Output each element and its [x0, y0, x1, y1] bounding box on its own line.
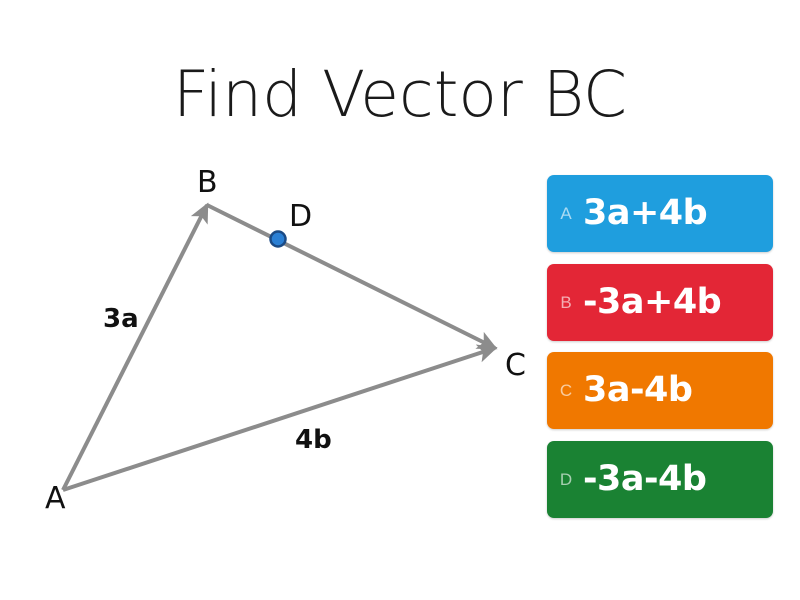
point-label-a: A: [45, 481, 66, 516]
answer-options-list: A 3a+4b B -3a+4b C 3a-4b D -3a-4b: [547, 175, 773, 518]
point-label-b: B: [197, 165, 218, 200]
vector-bc-line: [206, 203, 498, 350]
vector-ab-line: [61, 202, 209, 491]
vector-diagram: A B C D 3a 4b: [10, 155, 540, 545]
point-d-marker: [269, 230, 287, 248]
vector-label-3a: 3a: [103, 304, 139, 334]
vector-label-4b: 4b: [295, 425, 332, 455]
answer-letter-b: B: [560, 292, 572, 312]
answer-text-b: -3a+4b: [583, 281, 722, 322]
page-title: Find Vector BC: [172, 58, 627, 131]
answer-letter-c: C: [559, 381, 573, 401]
answer-letter-d: D: [559, 469, 573, 489]
answer-text-c: 3a-4b: [583, 370, 693, 411]
vector-ac-line: [62, 344, 498, 492]
answer-text-d: -3a-4b: [583, 458, 707, 499]
answer-letter-a: A: [560, 204, 572, 223]
answer-text-a: 3a+4b: [583, 193, 708, 233]
point-label-c: C: [505, 348, 526, 383]
answer-option-a[interactable]: A 3a+4b: [547, 175, 773, 252]
answer-option-c[interactable]: C 3a-4b: [547, 352, 773, 430]
point-label-d: D: [289, 199, 312, 234]
answer-option-b[interactable]: B -3a+4b: [547, 263, 773, 341]
answer-option-d[interactable]: D -3a-4b: [547, 440, 773, 518]
